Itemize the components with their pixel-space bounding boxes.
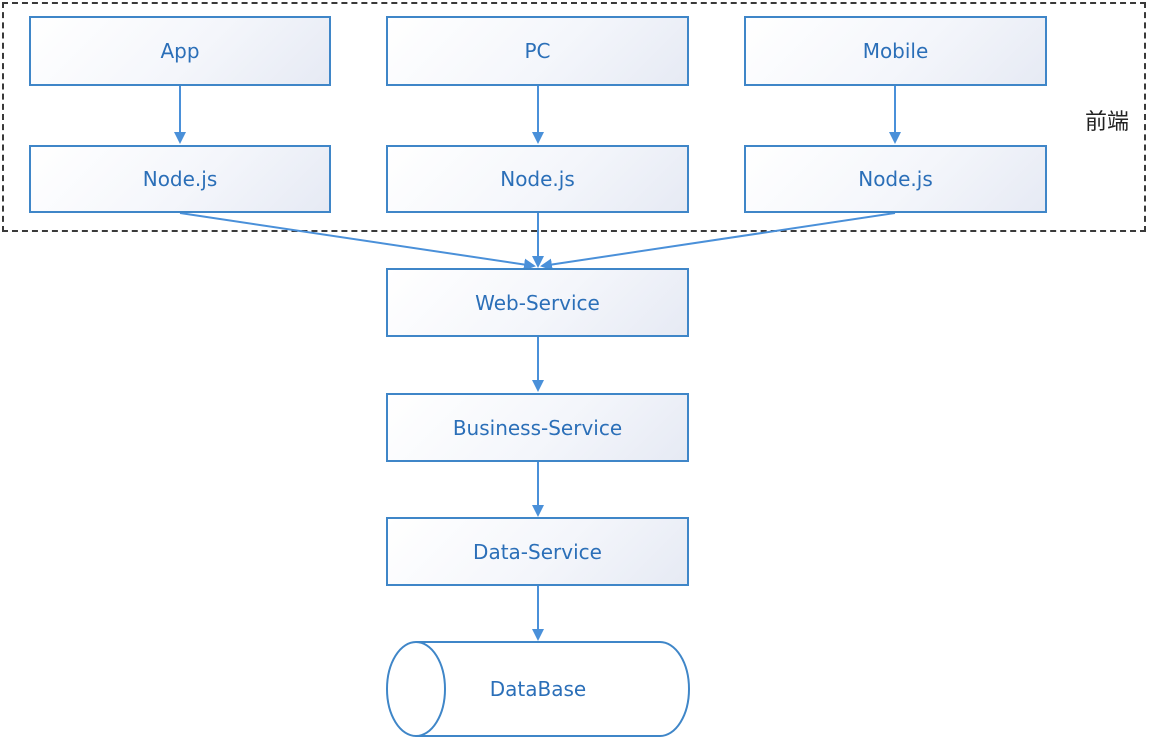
node-app-box: Node.js xyxy=(29,145,331,213)
mobile-box-label: Mobile xyxy=(862,39,929,63)
app-box: App xyxy=(29,16,331,86)
web-service-label: Web-Service xyxy=(475,290,600,315)
web-service-box: Web-Service xyxy=(386,268,689,337)
mobile-box: Mobile xyxy=(744,16,1047,86)
arrow-node-app-to-web xyxy=(179,212,536,271)
data-service-box: Data-Service xyxy=(386,517,689,586)
node-mobile-box: Node.js xyxy=(744,145,1047,213)
app-box-label: App xyxy=(160,39,200,63)
node-pc-box: Node.js xyxy=(386,145,689,213)
arrow-node-mobile-to-web xyxy=(540,212,896,271)
node-mobile-label: Node.js xyxy=(858,167,933,191)
node-pc-label: Node.js xyxy=(500,167,575,191)
database-shape xyxy=(386,641,690,737)
database-cylinder: DataBase xyxy=(386,640,690,738)
pc-box: PC xyxy=(386,16,689,86)
node-app-label: Node.js xyxy=(142,167,218,191)
database-label: DataBase xyxy=(489,677,587,701)
business-service-box: Business-Service xyxy=(386,393,689,462)
business-service-label: Business-Service xyxy=(452,415,623,440)
frontend-group-frame xyxy=(2,2,1146,232)
frontend-group-label: 前端 xyxy=(1085,110,1130,135)
data-service-label: Data-Service xyxy=(473,539,602,564)
pc-box-label: PC xyxy=(524,39,551,63)
